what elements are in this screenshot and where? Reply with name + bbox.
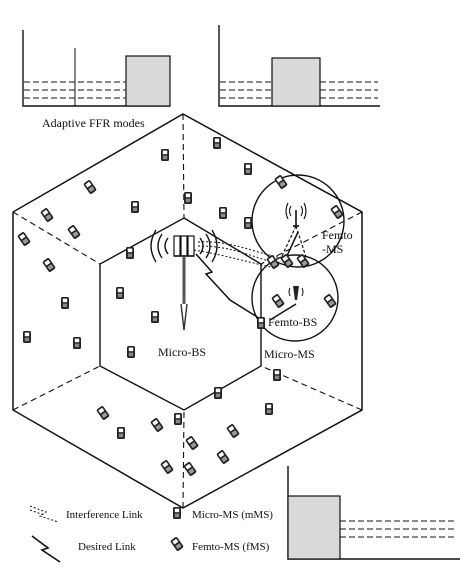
femto-cell-lower	[251, 254, 339, 342]
femto-ms-label-line1: Femto	[322, 228, 353, 242]
femto-bs-antenna-icon	[280, 202, 307, 259]
micro-bs-antenna-icon	[150, 229, 218, 331]
femto-cell-upper	[251, 174, 345, 268]
femto-bs-antenna-icon	[288, 286, 304, 300]
desired-links	[195, 231, 299, 321]
legend-interference-link: Interference Link	[66, 509, 143, 521]
ffr-modes-label: Adaptive FFR modes	[42, 116, 145, 130]
ffr-mode-chart-bottom	[287, 466, 460, 560]
legend: Interference Link Micro-MS (mMS) Desired…	[29, 505, 273, 563]
interference-link-legend-icon	[29, 505, 59, 523]
hexagon-cell	[12, 113, 363, 509]
femto-bs-label: Femto-BS	[268, 315, 317, 329]
micro-ms-label: Micro-MS	[264, 347, 315, 361]
micro-ms-legend-icon	[173, 507, 181, 519]
desired-link-legend-icon	[31, 535, 61, 563]
ffr-mode-chart-right	[218, 25, 380, 107]
legend-micro-ms: Micro-MS (mMS)	[192, 509, 273, 521]
micro-bs-label: Micro-BS	[158, 345, 206, 359]
ffr-mode-chart-left	[22, 30, 171, 107]
femto-ms-label: Femto -MS	[322, 228, 356, 256]
femto-ms-label-line2: -MS	[322, 242, 343, 256]
legend-desired-link: Desired Link	[78, 541, 136, 553]
legend-femto-ms: Femto-MS (fMS)	[192, 541, 270, 553]
femto-ms-legend-icon	[170, 537, 184, 551]
